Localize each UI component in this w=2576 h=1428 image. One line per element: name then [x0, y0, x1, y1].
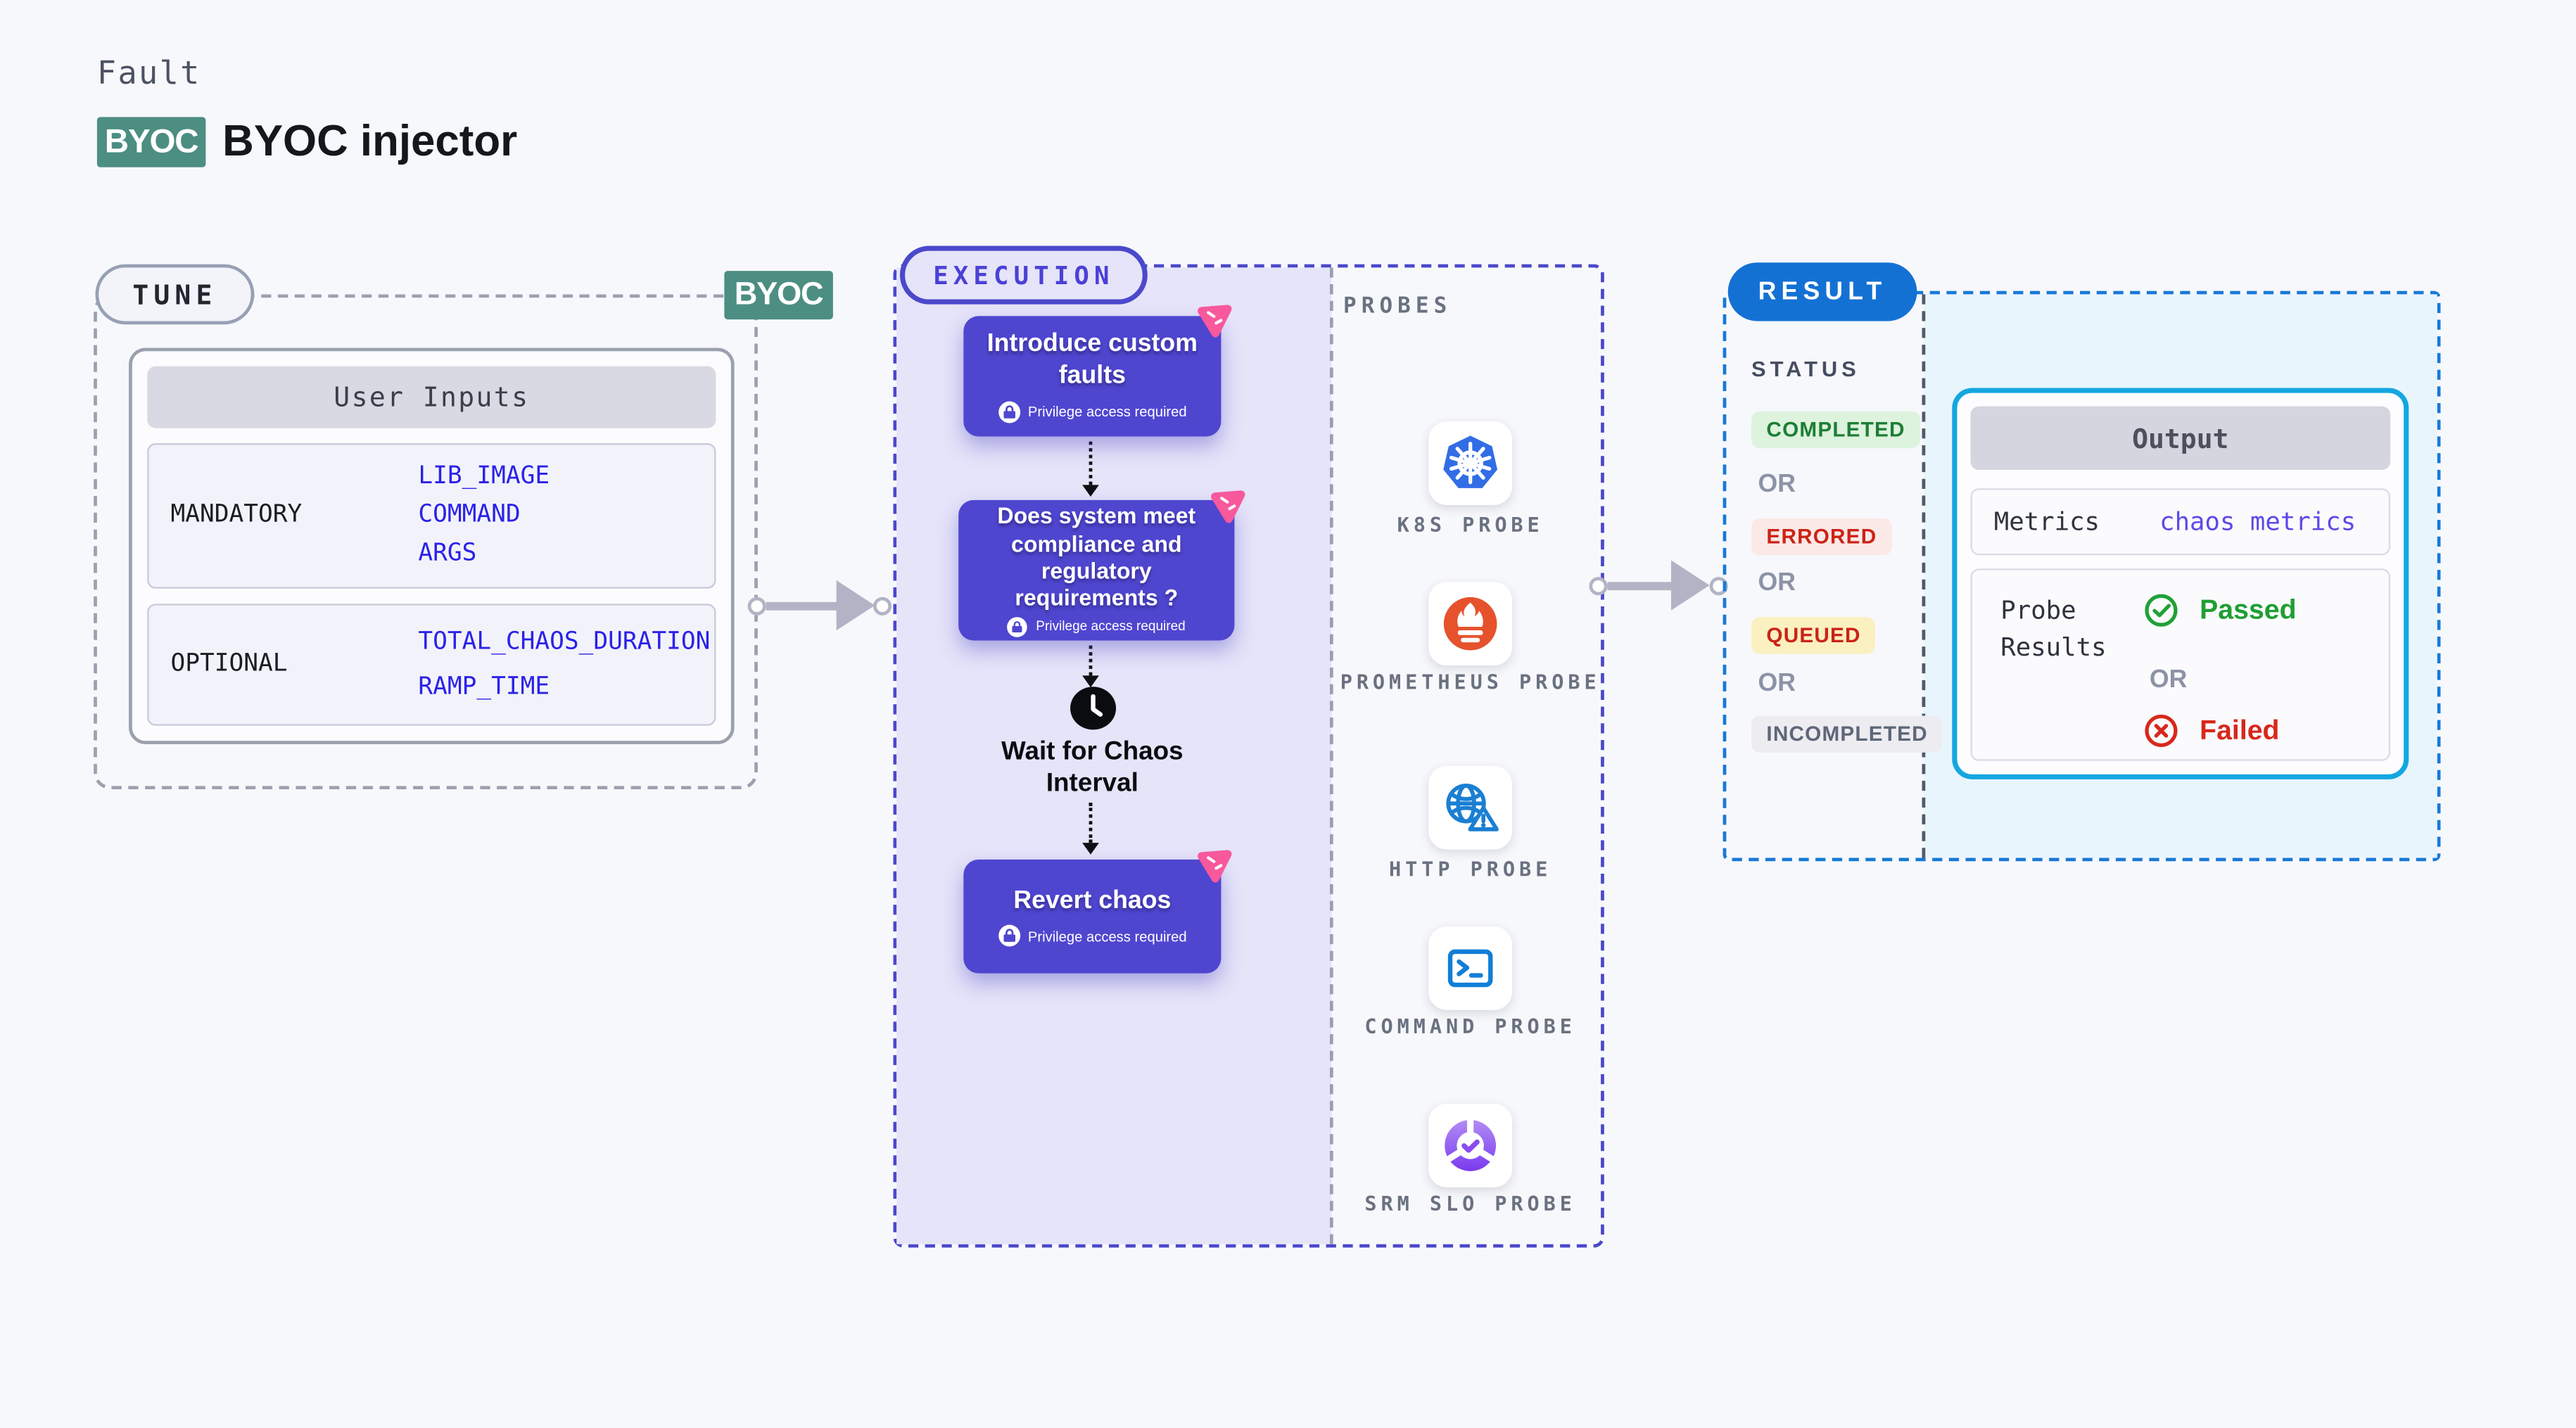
probe-card-http — [1428, 765, 1513, 850]
probe-card-prometheus — [1428, 582, 1513, 666]
chaos-fault-icon — [1198, 305, 1232, 338]
or-label: OR — [1758, 668, 1796, 698]
status-badge-incompleted: INCOMPLETED — [1751, 715, 1943, 753]
probe-label-http: HTTP PROBE — [1389, 858, 1552, 881]
tune-section-label: TUNE — [95, 264, 255, 325]
probe-results-label: Probe Results — [2000, 595, 2107, 662]
input-value: RAMP_TIME — [418, 672, 550, 700]
status-badge-queued: QUEUED — [1751, 617, 1877, 654]
status-badge-errored: ERRORED — [1751, 518, 1892, 556]
or-label: OR — [1758, 470, 1796, 499]
passed-check-icon — [2145, 594, 2178, 627]
flow-connector — [1089, 803, 1093, 843]
probe-label-k8s: K8S PROBE — [1397, 513, 1544, 537]
metrics-value: chaos metrics — [2159, 506, 2356, 537]
kubernetes-icon — [1443, 435, 1498, 488]
status-column-label: STATUS — [1751, 356, 1860, 382]
byoc-corner-tag: BYOC — [724, 271, 833, 320]
privilege-note: Privilege access required — [998, 400, 1187, 423]
metrics-row: Metrics chaos metrics — [1970, 488, 2391, 556]
step-title: Introduce custom faults — [986, 329, 1198, 390]
input-row-mandatory: MANDATORY LIB_IMAGE COMMAND ARGS — [147, 442, 716, 588]
output-card-header: Output — [1970, 406, 2391, 471]
input-value: COMMAND — [418, 502, 521, 529]
probe-results-row: Probe Results Passed OR Failed — [1970, 568, 2391, 761]
prometheus-icon — [1443, 597, 1497, 651]
chaos-fault-icon — [1211, 490, 1245, 523]
lock-icon — [998, 925, 1020, 948]
tune-section — [94, 294, 758, 790]
row-label: OPTIONAL — [170, 651, 288, 678]
probe-card-srm-slo — [1428, 1104, 1513, 1187]
connector-dot — [1589, 577, 1608, 596]
input-value: ARGS — [418, 540, 477, 568]
terminal-icon — [1447, 949, 1493, 988]
or-label: OR — [2149, 665, 2188, 694]
step-wait-label: Wait for Chaos Interval — [1001, 737, 1184, 798]
probe-card-k8s — [1428, 421, 1513, 505]
connector-dot — [747, 597, 766, 616]
step-compliance-check: Does system meet compliance and regulato… — [958, 499, 1235, 641]
privilege-label: Privilege access required — [1036, 619, 1186, 635]
input-value: LIB_IMAGE — [418, 463, 550, 490]
flow-arrow — [766, 601, 844, 611]
privilege-note: Privilege access required — [998, 925, 1187, 948]
input-value: TOTAL_CHAOS_DURATION — [418, 629, 711, 656]
status-output-divider — [1922, 294, 1926, 858]
flow-connector-arrowhead — [1082, 485, 1099, 497]
execution-probes-divider — [1329, 267, 1333, 1244]
metrics-label: Metrics — [1993, 506, 2100, 537]
flow-arrow — [1607, 582, 1678, 591]
status-badge-completed: COMPLETED — [1751, 411, 1921, 449]
chaos-fault-icon — [1198, 850, 1232, 883]
flow-connector-arrowhead — [1082, 843, 1099, 855]
privilege-note: Privilege access required — [1007, 617, 1186, 637]
result-section-label: RESULT — [1727, 262, 1917, 321]
lock-icon — [998, 400, 1020, 423]
slo-donut-check-icon — [1444, 1116, 1497, 1171]
flow-arrowhead — [1670, 560, 1710, 611]
step-title: Revert chaos — [1013, 886, 1172, 914]
probe-label-command: COMMAND PROBE — [1364, 1015, 1576, 1039]
or-label: OR — [1758, 568, 1796, 597]
flow-arrowhead — [836, 580, 875, 631]
flow-connector — [1089, 645, 1093, 676]
connector-dot — [873, 597, 892, 616]
probe-label-srm-slo: SRM SLO PROBE — [1364, 1192, 1576, 1216]
page-title: BYOC injector — [222, 115, 518, 166]
lock-icon — [1007, 617, 1028, 637]
user-inputs-header: User Inputs — [147, 366, 716, 428]
user-inputs-card: User Inputs MANDATORY LIB_IMAGE COMMAND … — [129, 348, 735, 744]
flow-connector — [1089, 441, 1093, 485]
probes-column-label: PROBES — [1343, 294, 1452, 320]
privilege-label: Privilege access required — [1027, 403, 1187, 421]
failed-label: Failed — [2200, 715, 2280, 746]
privilege-label: Privilege access required — [1027, 928, 1187, 945]
probe-card-command — [1428, 926, 1513, 1010]
clock-icon — [1070, 687, 1117, 730]
row-values: TOTAL_CHAOS_DURATION RAMP_TIME — [418, 605, 714, 725]
failed-x-icon — [2145, 714, 2178, 747]
execution-section-label: EXECUTION — [899, 246, 1148, 305]
byoc-title-badge: BYOC — [96, 117, 206, 167]
flow-connector-arrowhead — [1082, 675, 1099, 688]
step-revert-chaos: Revert chaos Privilege access required — [963, 859, 1222, 974]
globe-warning-icon — [1446, 784, 1499, 831]
row-label: MANDATORY — [170, 502, 303, 529]
input-row-optional: OPTIONAL TOTAL_CHAOS_DURATION RAMP_TIME — [147, 603, 716, 726]
output-card: Output Metrics chaos metrics Probe Resul… — [1952, 388, 2409, 779]
row-values: LIB_IMAGE COMMAND ARGS — [418, 445, 714, 587]
probe-label-prometheus: PROMETHEUS PROBE — [1340, 670, 1601, 694]
step-title: Does system meet compliance and regulato… — [997, 503, 1196, 611]
passed-label: Passed — [2200, 595, 2297, 626]
fault-kicker: Fault — [96, 55, 201, 92]
step-introduce-custom-faults: Introduce custom faults Privilege access… — [963, 316, 1222, 437]
